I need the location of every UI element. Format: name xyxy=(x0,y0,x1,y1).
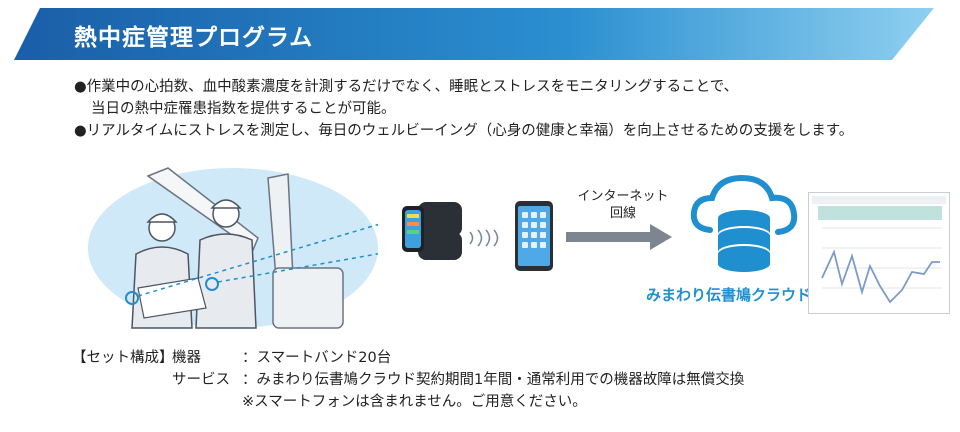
network-label-line-2: 回線 xyxy=(609,206,636,221)
page-title: 熱中症管理プログラム xyxy=(74,25,314,51)
network-label-line-1: インターネット xyxy=(577,189,669,204)
spec-device-label: 機器 xyxy=(172,350,201,366)
spec-device-value: ：スマートバンド20台 xyxy=(242,350,392,366)
spec-note: ※スマートフォンは含まれません。ご用意ください。 xyxy=(242,394,587,410)
package-contents: 【セット構成】 機器 ：スマートバンド20台 サービス ：みまわり伝書鳩クラウド… xyxy=(72,347,744,413)
report-chart-thumbnail xyxy=(808,192,950,314)
spec-heading: 【セット構成】 xyxy=(72,350,174,366)
cloud-database-icon xyxy=(690,174,798,272)
bullet-1: ●作業中の心拍数、血中酸素濃度を計測するだけでなく、睡眠とストレスをモニタリング… xyxy=(74,79,739,95)
wireless-signal-icon xyxy=(469,229,499,247)
spec-row-service: サービス ：みまわり伝書鳩クラウド契約期間1年間・通常利用での機器故障は無償交換 xyxy=(72,369,744,391)
spec-service-label: サービス xyxy=(172,372,230,388)
spec-row-note: ※スマートフォンは含まれません。ご用意ください。 xyxy=(72,391,744,413)
cloud-service-name: みまわり伝書鳩クラウド xyxy=(646,286,812,304)
title-banner: 熱中症管理プログラム xyxy=(14,8,934,60)
smartphone-icon xyxy=(515,201,553,271)
smartband-icon xyxy=(402,202,462,260)
arrow-right-icon xyxy=(566,224,672,250)
network-label: インターネット 回線 xyxy=(568,188,678,222)
bullet-2: ●リアルタイムにストレスを測定し、毎日のウェルビーイング（心身の健康と幸福）を向… xyxy=(74,123,854,139)
bullet-1-cont: 当日の熱中症罹患指数を提供することが可能。 xyxy=(91,101,396,117)
description: ●作業中の心拍数、血中酸素濃度を計測するだけでなく、睡眠とストレスをモニタリング… xyxy=(74,76,853,142)
spec-row-device: 【セット構成】 機器 ：スマートバンド20台 xyxy=(72,347,744,369)
spec-service-value: ：みまわり伝書鳩クラウド契約期間1年間・通常利用での機器故障は無償交換 xyxy=(242,372,745,388)
banner-shape xyxy=(14,8,934,60)
workers-illustration xyxy=(88,167,378,329)
